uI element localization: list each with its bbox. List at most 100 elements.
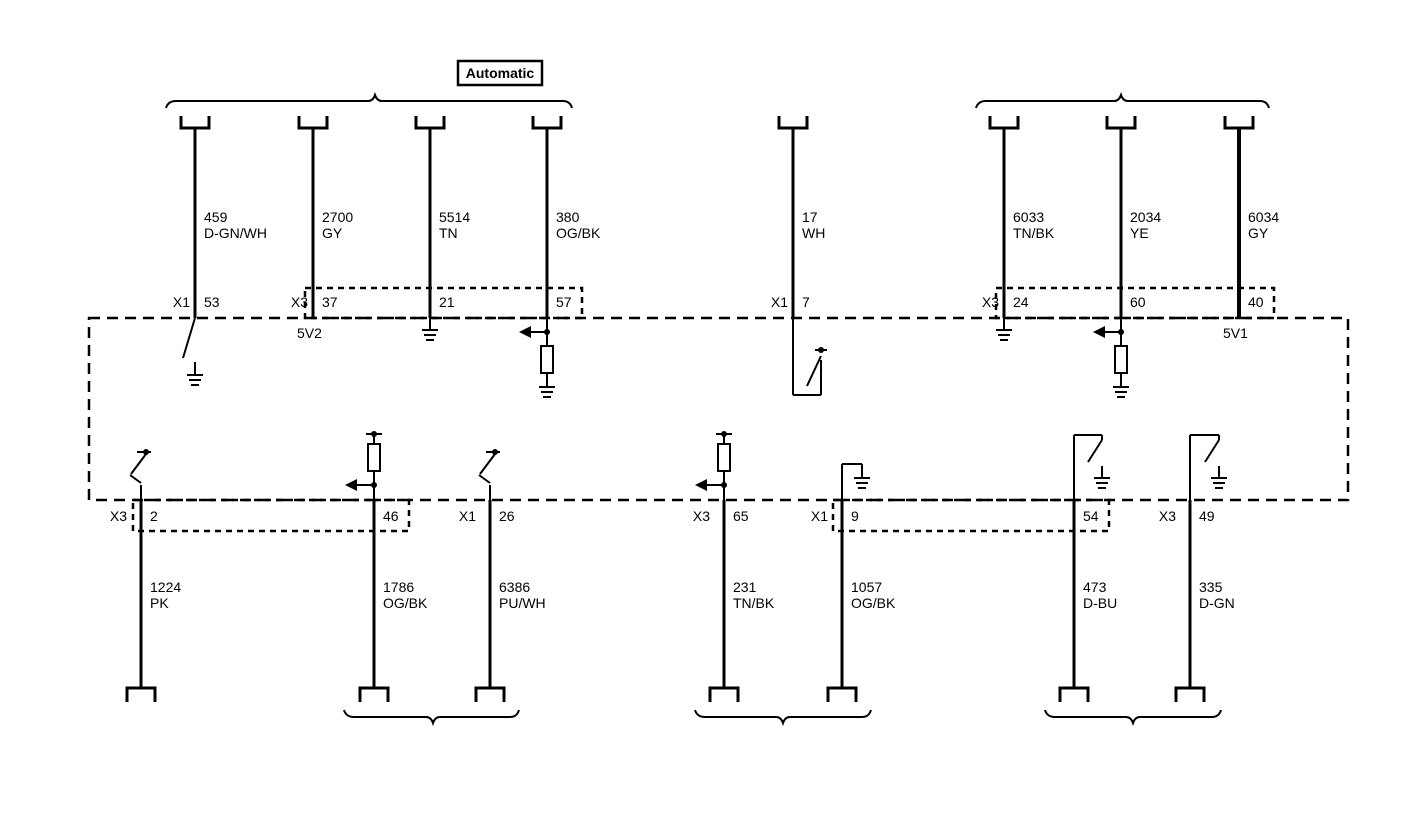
circuit-number: 2034 — [1130, 209, 1161, 225]
connector-id: X3 — [1159, 508, 1176, 524]
pin-number: 26 — [499, 508, 515, 524]
switch-to-ground-icon — [1189, 434, 1227, 500]
reference-voltage: 5V1 — [1223, 325, 1248, 341]
x3-bottom-left-connector-outline — [131, 498, 411, 533]
circuit-number: 17 — [802, 209, 818, 225]
connector-id: X1 — [459, 508, 476, 524]
connector-id: X3 — [693, 508, 710, 524]
svg-text:Automatic: Automatic — [466, 65, 535, 81]
circuit-number: 335 — [1199, 579, 1223, 595]
connector-terminal-icon — [358, 686, 390, 702]
switch-to-ground-icon — [1073, 434, 1110, 500]
connector-terminal-icon — [826, 686, 858, 702]
wire-color: PK — [150, 595, 169, 611]
pin-number: 46 — [383, 508, 399, 524]
pin-number: 57 — [556, 294, 572, 310]
circuit-number: 6033 — [1013, 209, 1044, 225]
connector-terminal-icon — [777, 116, 809, 130]
module-outline — [87, 316, 1350, 502]
circuit-number: 473 — [1083, 579, 1107, 595]
wire-color: D-GN — [1199, 595, 1235, 611]
circuit-number: 1224 — [150, 579, 181, 595]
top-left-brace — [165, 91, 573, 109]
connector-terminal-icon — [179, 116, 211, 130]
x1-bottom-connector-outline — [831, 498, 1111, 533]
pullup-resistor-icon — [345, 431, 382, 500]
pin-number: 60 — [1130, 294, 1146, 310]
pin-number: 37 — [322, 294, 338, 310]
ground-icon — [422, 318, 438, 341]
top-right-brace — [975, 91, 1270, 109]
circuit-number: 2700 — [322, 209, 353, 225]
ground-icon — [841, 463, 870, 500]
connector-id: X1 — [173, 294, 190, 310]
circuit-number: 380 — [556, 209, 580, 225]
pin-number: 54 — [1083, 508, 1099, 524]
connector-terminal-icon — [125, 686, 157, 702]
wire-color: WH — [802, 225, 825, 241]
wire-color: YE — [1130, 225, 1149, 241]
connector-terminal-icon — [1058, 686, 1090, 702]
pin-number: 7 — [802, 294, 810, 310]
bottom-brace-1 — [343, 709, 520, 727]
bottom-brace-2 — [694, 709, 872, 727]
connector-terminal-icon — [531, 116, 563, 130]
connector-terminal-icon — [1105, 116, 1137, 130]
switch-icon — [792, 318, 827, 396]
circuit-number: 459 — [204, 209, 228, 225]
wire-color: GY — [322, 225, 343, 241]
pin-number: 9 — [851, 508, 859, 524]
circuit-number: 6386 — [499, 579, 530, 595]
pullup-resistor-icon — [695, 431, 732, 500]
bottom-brace-3 — [1044, 709, 1222, 727]
connector-id: X3 — [982, 294, 999, 310]
connector-terminal-icon — [708, 686, 740, 702]
pulldown-resistor-icon — [1093, 318, 1129, 398]
connector-terminal-icon — [988, 116, 1020, 130]
wire-color: TN/BK — [1013, 225, 1055, 241]
pin-number: 40 — [1248, 294, 1264, 310]
connector-id: X1 — [771, 294, 788, 310]
connector-terminal-icon — [297, 116, 329, 130]
circuit-number: 1786 — [383, 579, 414, 595]
wire-color: GY — [1248, 225, 1269, 241]
reference-voltage: 5V2 — [297, 325, 322, 341]
connector-terminal-icon — [1174, 686, 1206, 702]
x3-top-connector-outline — [303, 286, 584, 320]
wire-color: TN/BK — [733, 595, 775, 611]
pin-number: 53 — [204, 294, 220, 310]
pin-number: 21 — [439, 294, 455, 310]
circuit-number: 231 — [733, 579, 757, 595]
wire-color: TN — [439, 225, 458, 241]
pin-number: 65 — [733, 508, 749, 524]
circuit-number: 6034 — [1248, 209, 1279, 225]
connector-id: X3 — [291, 294, 308, 310]
switch-to-ground-icon — [182, 317, 203, 386]
wire-color: OG/BK — [383, 595, 428, 611]
pin-number: 2 — [150, 508, 158, 524]
pin-number: 49 — [1199, 508, 1215, 524]
circuit-number: 1057 — [851, 579, 882, 595]
connector-terminal-icon — [414, 116, 446, 130]
pulldown-resistor-icon — [519, 318, 555, 398]
wire-color: OG/BK — [556, 225, 601, 241]
wire-color: OG/BK — [851, 595, 896, 611]
wire-color: D-BU — [1083, 595, 1117, 611]
pin-number: 24 — [1013, 294, 1029, 310]
switch-icon — [478, 449, 500, 500]
connector-terminal-icon — [1223, 116, 1255, 130]
